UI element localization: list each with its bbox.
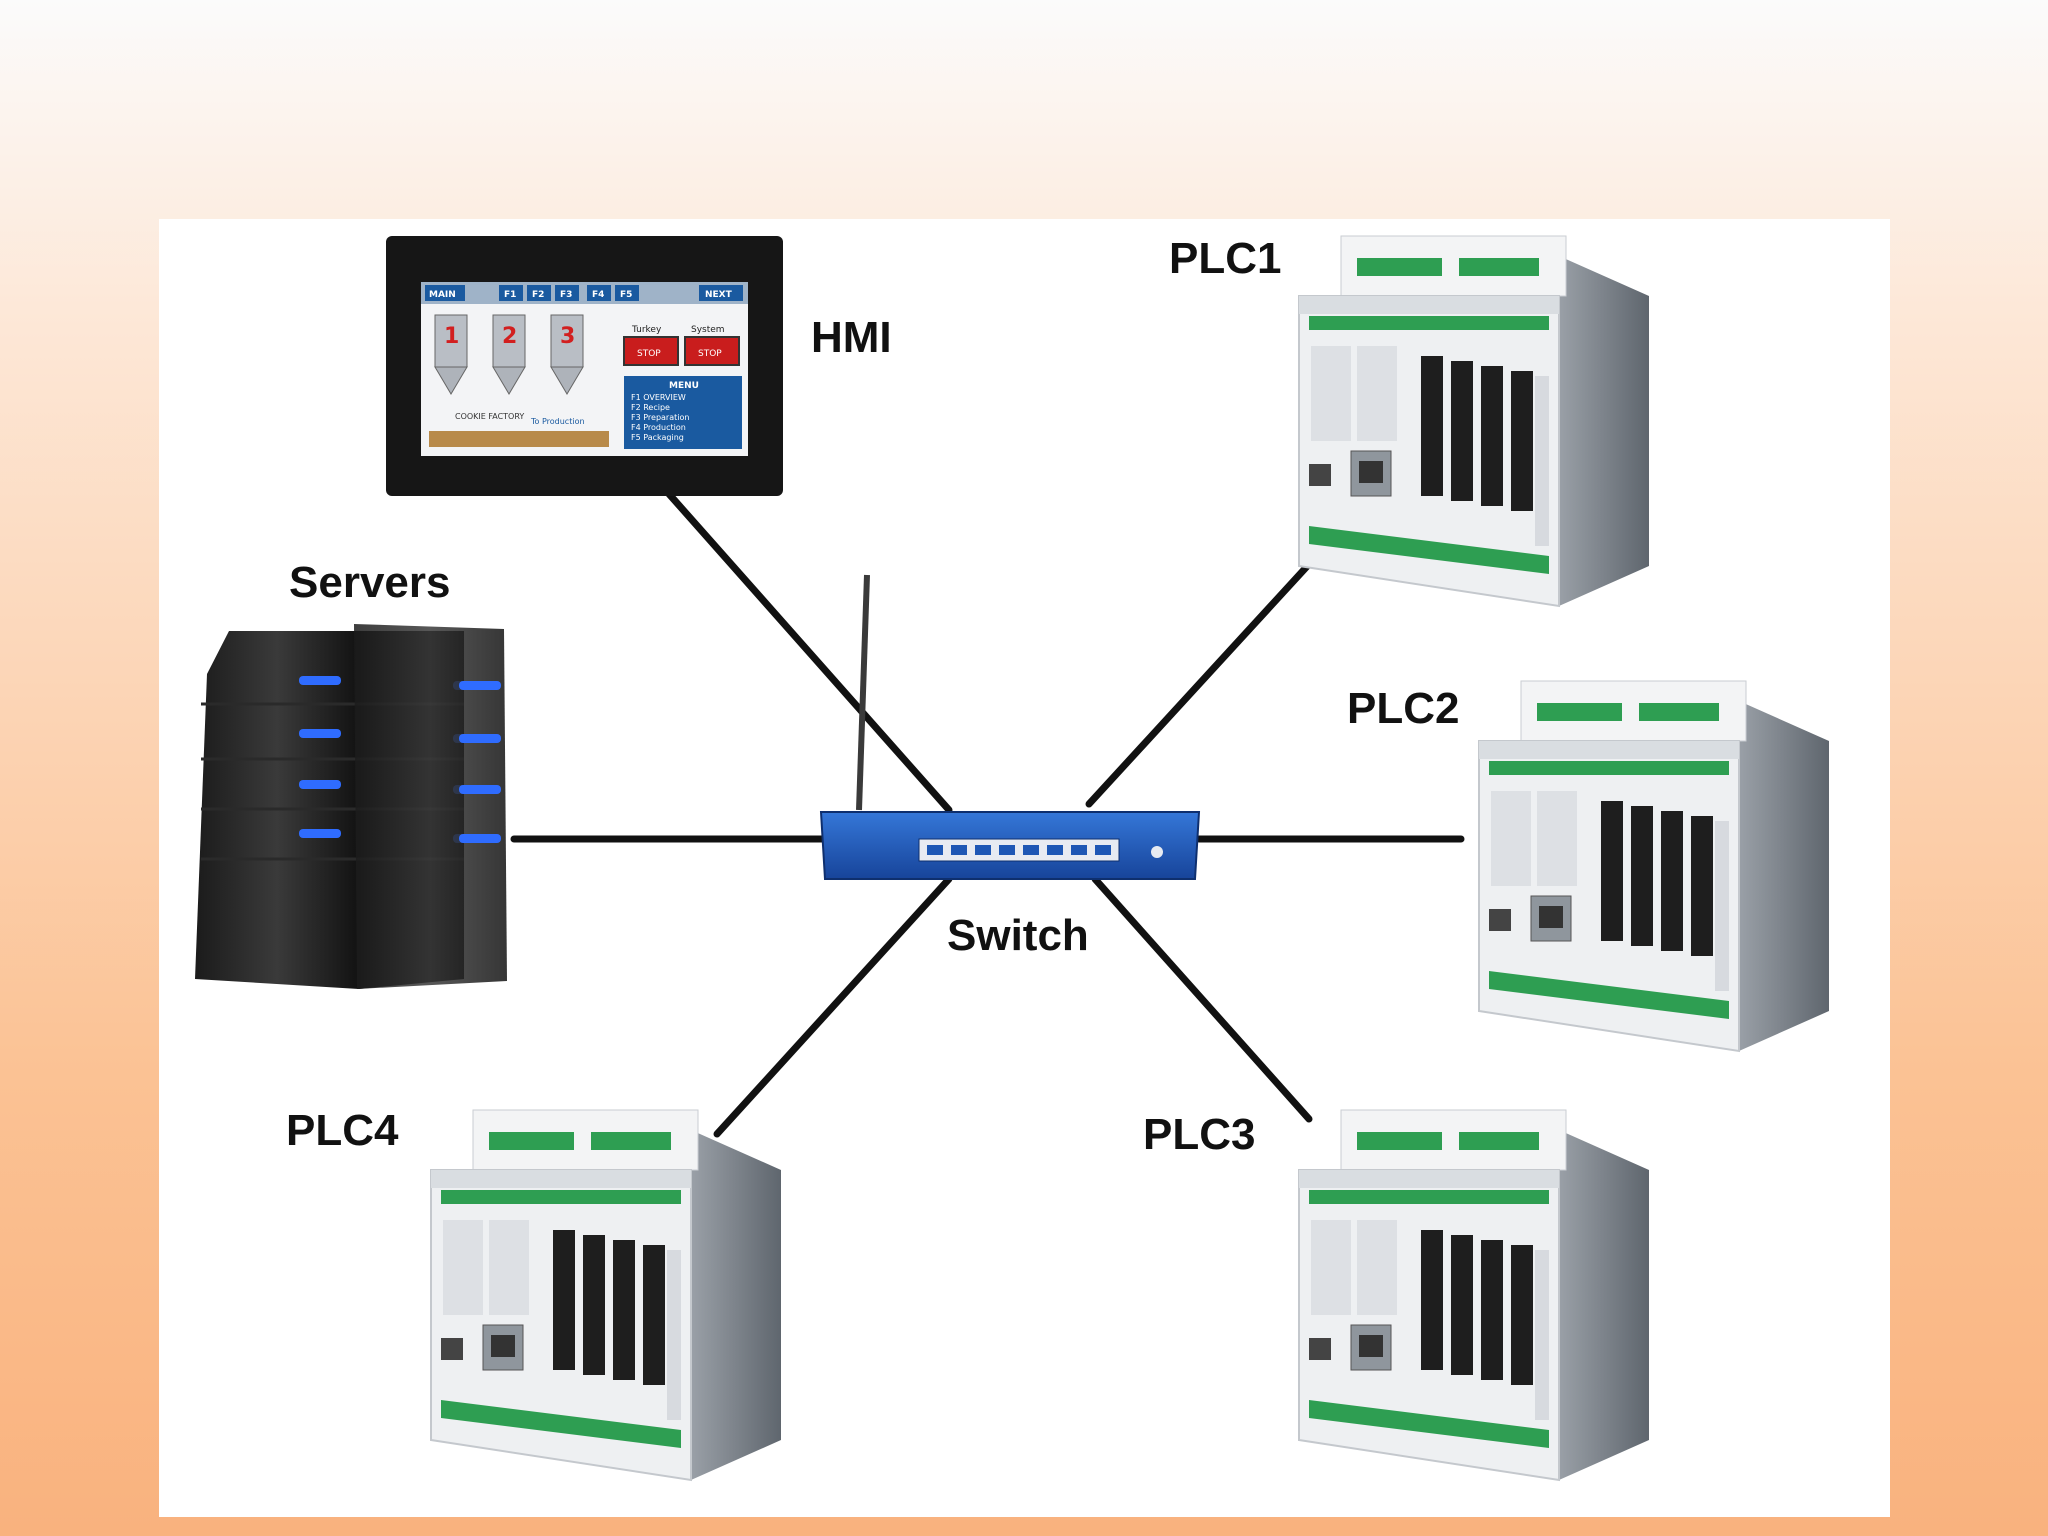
switch-device [819,574,1201,880]
cable-hmi [665,490,953,814]
hmi-stop-button-2: STOP [698,349,722,359]
hmi-silos: 1 2 3 [434,314,584,395]
cable-plc4 [713,875,953,1138]
cable-plc1 [1085,533,1338,808]
servers-label: Servers [289,558,450,607]
hmi-tab-f5: F5 [620,290,632,300]
switch-antenna [856,574,870,811]
hmi-device: MAIN F1 F2 F3 F4 F5 NEXT 1 2 3 COOKIE FA… [386,236,783,496]
hmi-menu-item-2: F2 Recipe [631,403,670,412]
switch-label: Switch [947,911,1089,960]
network-diagram: MAIN F1 F2 F3 F4 F5 NEXT 1 2 3 COOKIE FA… [195,234,1830,1481]
hmi-banner-left: COOKIE FACTORY [455,412,524,421]
hmi-menu-title: MENU [669,381,699,391]
silo-number-1: 1 [444,324,459,349]
plc1-device [1298,235,1650,607]
cables [510,490,1465,1138]
hmi-tab-main: MAIN [429,290,456,300]
plc3-label: PLC3 [1143,1110,1255,1159]
cable-plc3 [1091,875,1313,1123]
hmi-tab-f1: F1 [504,290,516,300]
hmi-menu-item-3: F3 Preparation [631,413,689,422]
hmi-label: HMI [811,313,892,362]
hmi-menu-item-1: F1 OVERVIEW [631,393,686,402]
plc4-label: PLC4 [286,1106,399,1155]
network-diagram-panel: MAIN F1 F2 F3 F4 F5 NEXT 1 2 3 COOKIE FA… [159,219,1890,1517]
hmi-menu-item-5: F5 Packaging [631,433,684,442]
silo-number-3: 3 [560,324,575,349]
plc2-label: PLC2 [1347,684,1459,733]
hmi-tab-next: NEXT [705,290,733,300]
hmi-menu-item-4: F4 Production [631,423,686,432]
plc4-device [430,1109,782,1481]
hmi-button-header-turkey: Turkey [631,325,662,335]
hmi-stop-button-1: STOP [637,349,661,359]
plc1-label: PLC1 [1169,234,1281,283]
hmi-button-header-system: System [691,325,725,335]
plc2-device [1478,680,1830,1052]
servers-device [195,624,507,989]
hmi-tabs: MAIN F1 F2 F3 F4 F5 NEXT [425,285,743,301]
hmi-banner-right: To Production [530,417,585,426]
plc3-device [1298,1109,1650,1481]
silo-number-2: 2 [502,324,517,349]
hmi-tab-f2: F2 [532,290,544,300]
hmi-tab-f4: F4 [592,290,604,300]
hmi-tab-f3: F3 [560,290,572,300]
